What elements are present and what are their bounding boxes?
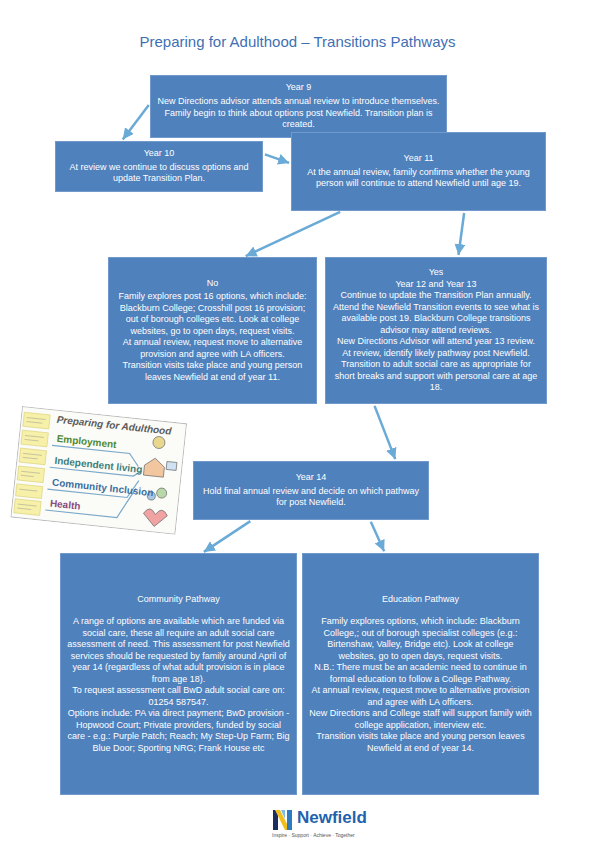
box-text: New Directions advisor attends annual re… <box>157 96 440 131</box>
box-text: Hold final annual review and decide on w… <box>200 486 422 509</box>
box-heading: Year 14 <box>200 472 422 484</box>
process-box: NoFamily explores post 16 options, which… <box>108 257 317 404</box>
flow-arrow <box>458 213 464 255</box>
process-box: YesYear 12 and Year 13Continue to update… <box>325 257 547 404</box>
process-box: Community Pathway A range of options are … <box>60 553 297 795</box>
logo-mark <box>272 809 294 831</box>
box-heading: Year 10 <box>62 148 256 160</box>
flow-arrow <box>265 154 289 163</box>
box-text: Transition visits take place and young p… <box>115 360 310 383</box>
box-text: At review we continue to discuss options… <box>62 162 256 185</box>
box-text: At annual review, request move to altern… <box>309 685 532 708</box>
box-heading: Education Pathway <box>309 594 532 606</box>
process-box: Year 14 Hold final annual review and deci… <box>193 461 429 520</box>
box-text: Year 12 and Year 13 <box>332 279 540 291</box>
box-text: Options include: PA via direct payment; … <box>67 708 290 754</box>
box-heading: No <box>115 278 310 290</box>
flow-arrow <box>204 521 250 552</box>
box-heading: Community Pathway <box>67 594 290 606</box>
box-heading: Year 9 <box>157 82 440 94</box>
box-text: At the annual review, family confirms wh… <box>298 167 539 190</box>
box-text: A range of options are available which a… <box>67 616 290 685</box>
box-text: Family explores post 16 options, which i… <box>115 291 310 337</box>
box-text: At annual review, request move to altern… <box>115 337 310 360</box>
flow-arrow <box>375 406 396 459</box>
logo-name: Newfield <box>297 808 367 828</box>
box-text: Transition visits take place and young p… <box>309 731 532 754</box>
box-text: Continue to update the Transition Plan a… <box>332 290 540 336</box>
box-text: New Directions and College staff will su… <box>309 708 532 731</box>
box-heading: Year 11 <box>298 153 539 165</box>
box-text: Family explores options, which include: … <box>309 616 532 662</box>
box-text: New Directions Advisor will attend year … <box>332 336 540 394</box>
flow-arrow <box>123 105 149 139</box>
box-text: N.B.: There must be an academic need to … <box>309 662 532 685</box>
process-box: Year 11 At the annual review, family conf… <box>291 132 546 211</box>
flow-arrow <box>371 522 384 551</box>
flow-arrow <box>246 212 341 256</box>
box-text: To request assessment call BwD adult soc… <box>67 685 290 708</box>
process-box: Year 9 New Directions advisor attends ann… <box>150 75 447 138</box>
page-title: Preparing for Adulthood – Transitions Pa… <box>0 33 595 50</box>
illustration-card: Preparing for AdulthoodEmploymentIndepen… <box>10 406 187 535</box>
logo-tagline: Inspire · Support · Achieve · Together <box>272 832 355 838</box>
process-box: Education PathwayFamily explores options… <box>302 553 539 795</box>
process-box: Year 10 At review we continue to discuss … <box>55 141 263 192</box>
logo: NewfieldInspire · Support · Achieve · To… <box>272 808 382 838</box>
box-heading: Yes <box>332 267 540 279</box>
